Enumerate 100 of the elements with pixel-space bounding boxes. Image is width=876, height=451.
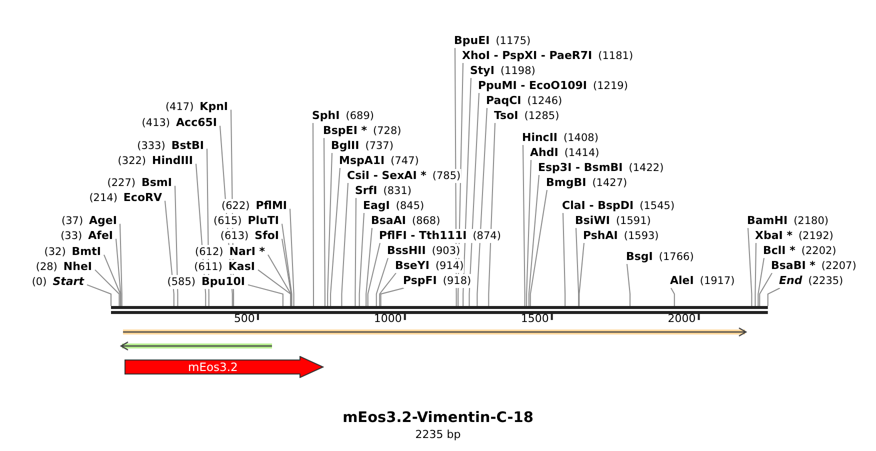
enzyme-name: SphI [312,109,340,122]
cut-position: (2202) [801,245,836,257]
cut-position: (831) [383,185,412,197]
leader-line [576,228,580,306]
cut-position: (612) [195,246,224,258]
leader-line [367,242,380,306]
tick-label: 2000 [668,312,696,325]
cut-position: (1414) [564,147,600,159]
cut-position: (689) [346,110,374,122]
enzyme-name: End [779,274,802,287]
cut-position: (2180) [794,215,828,227]
leader-line [358,212,364,306]
enzyme-name: AfeI [88,229,113,242]
enzyme-name: PflFI - Tth111I [379,229,467,242]
leader-line [626,264,631,306]
leader-line [327,152,332,306]
leader-line [282,238,292,306]
tick-label: 1500 [520,312,549,325]
leader-line [476,108,488,306]
leader-line [522,144,526,306]
cut-position: (28) [36,261,58,273]
cut-position: (615) [214,215,242,227]
leader-line [341,182,348,306]
enzyme-name: ClaI - BspDI [562,199,634,212]
cut-position: (1219) [593,80,628,92]
enzyme-name: NarI * [229,245,265,258]
leader-line [754,242,756,306]
cut-position: (903) [432,245,460,257]
enzyme-name: BsiWI [575,214,610,227]
enzyme-name: KpnI [200,100,228,113]
cut-position: (874) [472,230,501,242]
enzyme-name: XhoI - PspXI - PaeR7I [462,49,592,62]
leader-line [366,228,372,306]
enzyme-name: HincII [522,131,558,144]
enzyme-name: SfoI [254,229,279,242]
enzyme-name: BglII [331,139,360,152]
cut-position: (37) [61,215,84,227]
leader-line [526,160,532,306]
leader-line [462,78,472,306]
enzyme-name: BspEI * [323,124,367,137]
enzyme-name: BsaAI [371,214,406,227]
cut-position: (1545) [640,200,675,212]
enzyme-name: BssHII [387,244,426,257]
cut-position: (1408) [564,132,598,144]
leader-line [282,223,292,306]
enzyme-name: BpuEI [454,34,490,47]
leader-line [248,284,284,306]
enzyme-name: StyI [470,64,494,77]
enzyme-name: MspA1I [339,154,385,167]
enzyme-name: AleI [670,274,694,287]
enzyme-name: PspFI [403,274,437,287]
cut-position: (33) [60,230,82,242]
cut-position: (2207) [821,260,856,272]
enzyme-name: BsaBI * [771,259,816,272]
leader-line [354,198,356,306]
cut-position: (1181) [598,50,634,62]
cut-position: (1246) [527,95,562,107]
cut-position: (914) [435,260,464,272]
enzyme-name: EcoRV [123,191,162,204]
enzyme-name: BmgBI [546,176,586,189]
enzyme-name: NheI [63,260,92,273]
cut-position: (413) [142,117,170,129]
cut-position: (214) [89,192,118,204]
leader-line [258,269,292,306]
cut-position: (2192) [798,230,834,242]
leader-line [94,269,120,306]
enzyme-name: BseYI [395,259,430,272]
leader-line [174,185,178,306]
leader-line [758,258,764,306]
leader-line [488,122,496,306]
feature-label: mEos3.2 [188,360,238,374]
enzyme-name: KasI [228,260,255,273]
enzyme-name: BsgI [626,250,653,263]
cut-position: (737) [365,140,394,152]
cut-position: (868) [412,215,440,227]
enzyme-name: PpuMI - EcoO109I [478,79,588,92]
leader-line [530,190,548,306]
cut-position: (585) [167,276,196,288]
cut-position: (845) [396,200,424,212]
enzyme-name: PluTI [248,214,279,227]
leader-line [380,288,404,306]
feature-track [118,341,274,351]
enzyme-name: XbaI * [755,229,792,242]
cut-position: (1175) [496,35,531,47]
enzyme-name: SrfI [355,184,378,197]
leader-line [562,212,566,306]
leader-line [330,168,340,306]
leader-line [86,284,112,306]
leader-line [376,258,388,306]
enzyme-name: AgeI [89,214,117,227]
cut-position: (1766) [658,251,694,263]
leader-line [670,288,675,306]
enzyme-name: TsoI [494,109,518,122]
feature-track [124,356,324,378]
leader-line [116,238,122,306]
cut-position: (333) [137,140,166,152]
enzyme-name: PflMI [256,199,287,212]
leader-line [578,242,584,306]
cut-position: (622) [222,200,250,212]
feature-track [121,327,749,337]
